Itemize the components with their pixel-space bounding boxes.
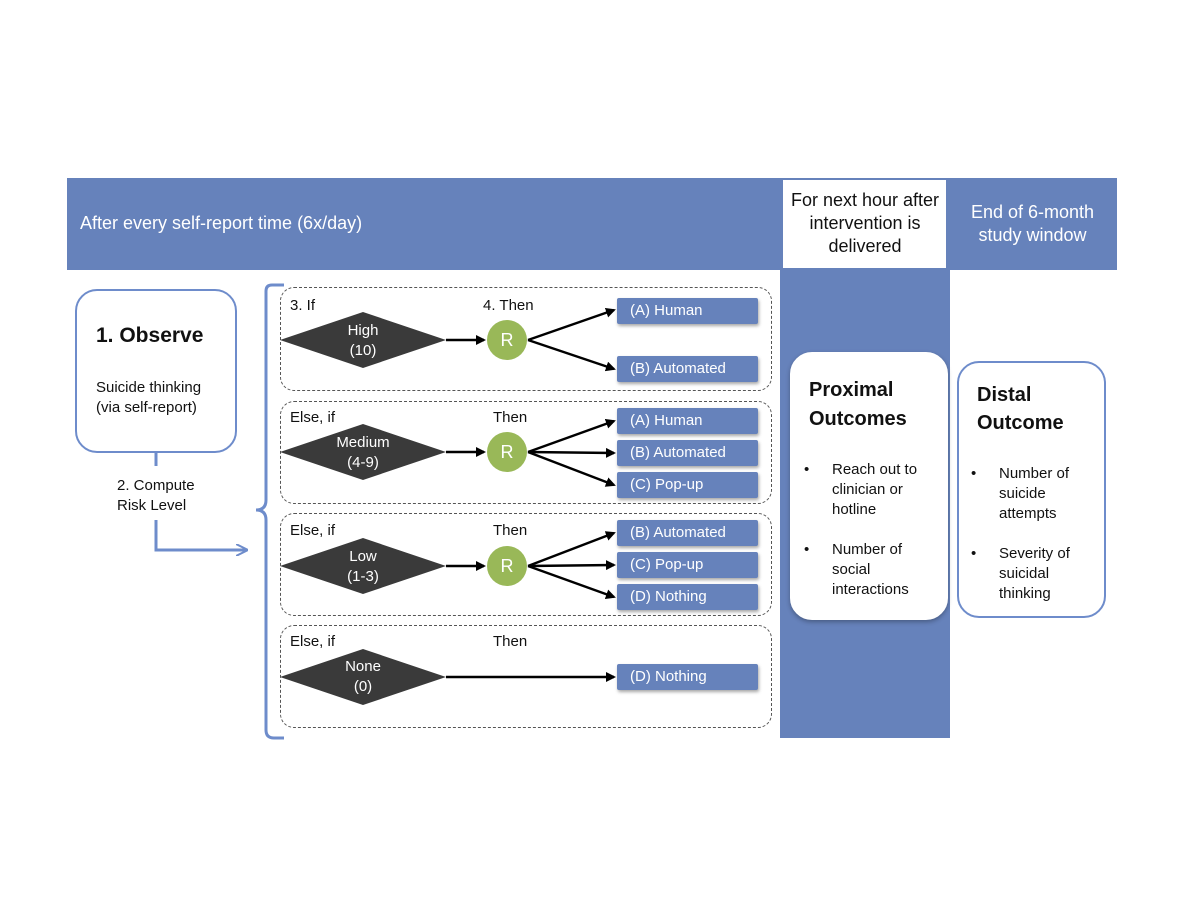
observe-body: Suicide thinking (via self-report) [96, 379, 202, 416]
diamond-low-level: Low [349, 548, 377, 565]
proximal-item: Reach out to clinician or hotline [804, 460, 939, 520]
diamond-medium-score: (4-9) [347, 454, 379, 471]
option-medium-a: (A) Human [617, 408, 758, 434]
distal-list: Number of suicide attempts Severity of s… [971, 464, 1096, 624]
randomize-circle-low: R [487, 546, 527, 586]
arrow-high-b [527, 338, 616, 372]
proximal-list: Reach out to clinician or hotline Number… [804, 460, 939, 620]
diamond-none-text: None (0) [303, 657, 423, 697]
arrow-medium-c [527, 450, 616, 487]
row-high-cond-label: 3. If [290, 297, 316, 314]
row-medium-container [280, 401, 772, 504]
diamond-high-score: (10) [349, 342, 377, 359]
option-low-c: (C) Pop-up [617, 552, 758, 578]
proximal-item: Number of social interactions [804, 540, 939, 600]
diamond-high-text: High (10) [303, 321, 423, 361]
diamond-medium-level: Medium [336, 434, 390, 451]
option-low-d: (D) Nothing [617, 584, 758, 610]
row-none-cond-label: Else, if [290, 633, 336, 650]
header-right-text: End of 6-month study window [970, 202, 1095, 245]
row-none-container [280, 625, 772, 728]
option-low-b: (B) Automated [617, 520, 758, 546]
diamond-low-text: Low (1-3) [303, 547, 423, 587]
proximal-title: Proximal Outcomes [809, 379, 907, 430]
arrow-low-d [527, 564, 616, 599]
header-left-text: After every self-report time (6x/day) [80, 213, 363, 233]
observe-title: 1. Observe [96, 324, 204, 347]
header-middle-panel [783, 180, 946, 268]
option-high-b: (B) Automated [617, 356, 758, 382]
arrow-medium-a [527, 419, 616, 454]
header-band-right [950, 178, 1117, 270]
diamond-high [280, 312, 446, 368]
randomize-circle-high: R [487, 320, 527, 360]
distal-item: Number of suicide attempts [971, 464, 1096, 524]
row-low-then-label: Then [493, 522, 528, 539]
row-medium-cond-label: Else, if [290, 409, 336, 426]
diamond-medium [280, 424, 446, 480]
diamond-none [280, 649, 446, 705]
row-medium-then-label: Then [493, 409, 528, 426]
row-low-cond-label: Else, if [290, 522, 336, 539]
header-band-left [67, 178, 780, 270]
row-low-container [280, 513, 772, 616]
arrow-medium-b [527, 447, 616, 458]
distal-item: Severity of suicidal thinking [971, 544, 1096, 604]
arrow-high-a [527, 307, 616, 342]
diamond-medium-text: Medium (4-9) [303, 433, 423, 473]
diamond-low [280, 538, 446, 594]
rows-bracket [255, 283, 284, 740]
option-high-a: (A) Human [617, 298, 758, 324]
arrow-low-c [527, 560, 616, 571]
row-none-then-label: Then [493, 633, 528, 650]
observe-box [75, 289, 237, 453]
distal-title: Distal Outcome [977, 384, 1064, 434]
randomize-circle-medium: R [487, 432, 527, 472]
compute-arrow [154, 520, 246, 550]
diamond-low-score: (1-3) [347, 568, 379, 585]
arrow-low-b [527, 531, 616, 568]
diamond-none-level: None [345, 658, 381, 675]
row-high-container [280, 287, 772, 391]
option-none-d: (D) Nothing [617, 664, 758, 690]
diamond-high-level: High [347, 322, 379, 339]
diamond-none-score: (0) [353, 678, 373, 695]
option-medium-b: (B) Automated [617, 440, 758, 466]
option-medium-c: (C) Pop-up [617, 472, 758, 498]
row-high-then-label: 4. Then [483, 297, 534, 314]
compute-risk-label: 2. Compute Risk Level [117, 477, 195, 514]
header-middle-text: For next hour after intervention is deli… [790, 190, 940, 256]
